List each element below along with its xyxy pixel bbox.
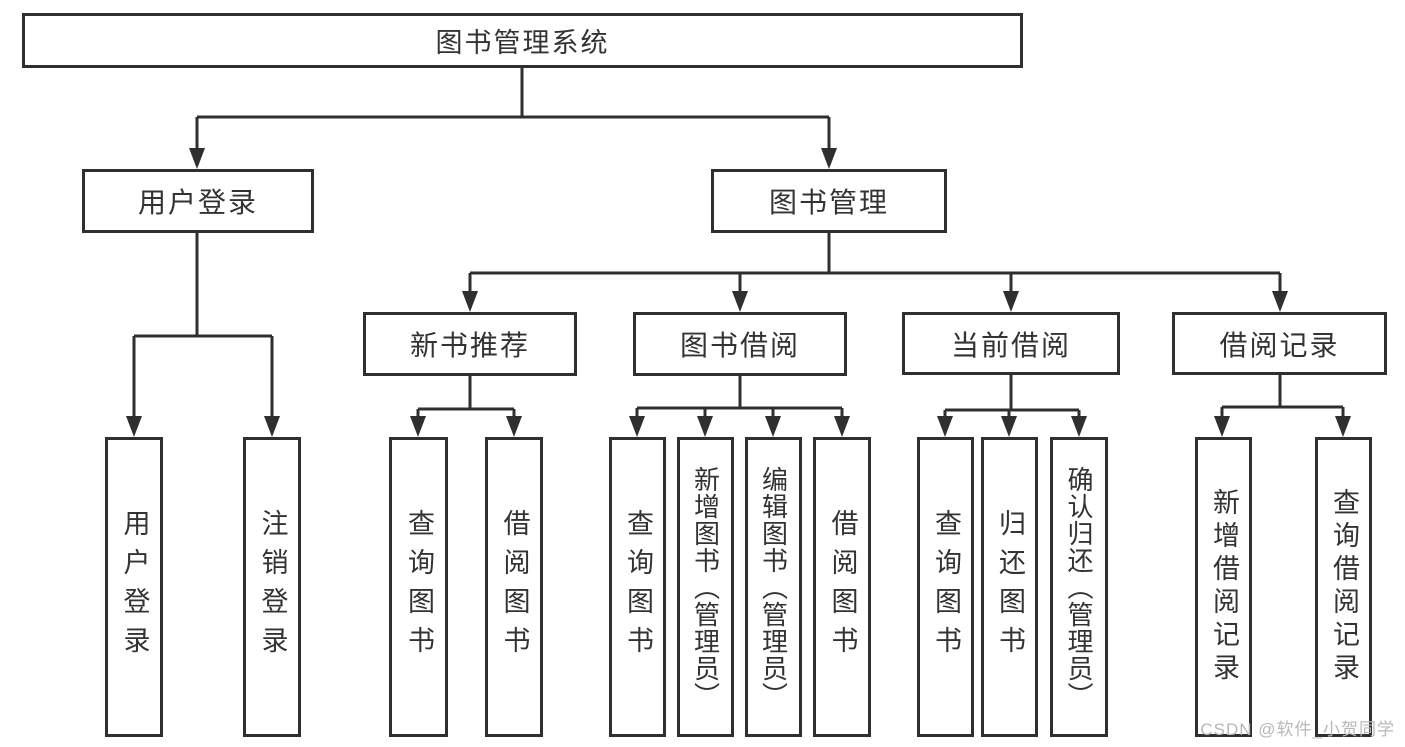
node-new-book-recommend: 新书推荐 — [363, 312, 577, 376]
node-label: 新书推荐 — [409, 330, 530, 361]
node-label: 编辑图书（管理员） — [758, 465, 789, 709]
node-borrowing-records: 借阅记录 — [1172, 312, 1387, 375]
node-label: 查询图书 — [404, 509, 434, 665]
node-leaf-user-login: 用户登录 — [105, 437, 163, 737]
arrow-icon — [765, 416, 781, 437]
arrow-icon — [410, 416, 426, 437]
node-leaf-query-books-borrowing: 查询图书 — [609, 437, 666, 737]
node-leaf-add-borrow-record: 新增借阅记录 — [1195, 437, 1252, 737]
node-leaf-query-books-current: 查询图书 — [917, 437, 974, 737]
node-current-borrowing: 当前借阅 — [902, 312, 1120, 375]
node-label: 借阅图书 — [827, 509, 858, 665]
node-label: 图书借阅 — [679, 330, 800, 361]
node-label: 用户登录 — [137, 187, 258, 218]
arrow-icon — [264, 416, 280, 437]
node-user-login: 用户登录 — [82, 169, 314, 233]
node-label: 借阅记录 — [1219, 329, 1340, 361]
arrow-icon — [1003, 291, 1019, 312]
node-label: 查询借阅记录 — [1329, 488, 1359, 686]
node-leaf-edit-books-admin: 编辑图书（管理员） — [745, 437, 802, 737]
arrow-icon — [1001, 416, 1017, 437]
node-label: 确认归还（管理员） — [1064, 465, 1094, 709]
arrow-icon — [506, 416, 522, 437]
arrow-icon — [1272, 291, 1288, 312]
arrow-icon — [732, 291, 748, 312]
node-label: 图书管理系统 — [435, 28, 610, 58]
arrow-icon — [1214, 416, 1230, 437]
node-leaf-query-borrow-record: 查询借阅记录 — [1315, 437, 1372, 737]
arrow-icon — [834, 416, 850, 437]
node-leaf-return-books: 归还图书 — [981, 437, 1038, 737]
node-book-borrowing: 图书借阅 — [633, 312, 847, 376]
arrow-icon — [462, 291, 478, 312]
node-label: 查询图书 — [623, 509, 653, 665]
node-label: 用户登录 — [119, 509, 150, 665]
node-label: 查询图书 — [931, 509, 961, 665]
node-leaf-confirm-return-admin: 确认归还（管理员） — [1050, 437, 1108, 737]
arrowheads — [126, 148, 1351, 437]
node-label: 归还图书 — [995, 509, 1025, 665]
node-label: 注销登录 — [257, 509, 288, 665]
node-label: 图书管理 — [768, 187, 889, 218]
arrow-icon — [821, 148, 837, 169]
node-label: 新增图书（管理员） — [690, 465, 721, 709]
node-library-system: 图书管理系统 — [22, 13, 1023, 68]
arrow-icon — [1071, 416, 1087, 437]
node-leaf-query-books-recommend: 查询图书 — [389, 437, 448, 737]
node-label: 借阅图书 — [499, 509, 530, 665]
node-leaf-borrow-books: 借阅图书 — [813, 437, 871, 737]
node-leaf-logout: 注销登录 — [243, 437, 301, 737]
node-label: 当前借阅 — [950, 329, 1071, 361]
watermark-text: CSDN @软件_小贺同学 — [1200, 720, 1395, 739]
arrow-icon — [126, 416, 142, 437]
arrow-icon — [189, 148, 205, 169]
arrow-icon — [1335, 416, 1351, 437]
node-leaf-borrow-books-recommend: 借阅图书 — [485, 437, 543, 737]
node-label: 新增借阅记录 — [1209, 488, 1239, 686]
node-leaf-add-books-admin: 新增图书（管理员） — [677, 437, 734, 737]
arrow-icon — [629, 416, 645, 437]
node-book-management: 图书管理 — [711, 169, 947, 233]
arrow-icon — [697, 416, 713, 437]
arrow-icon — [937, 416, 953, 437]
